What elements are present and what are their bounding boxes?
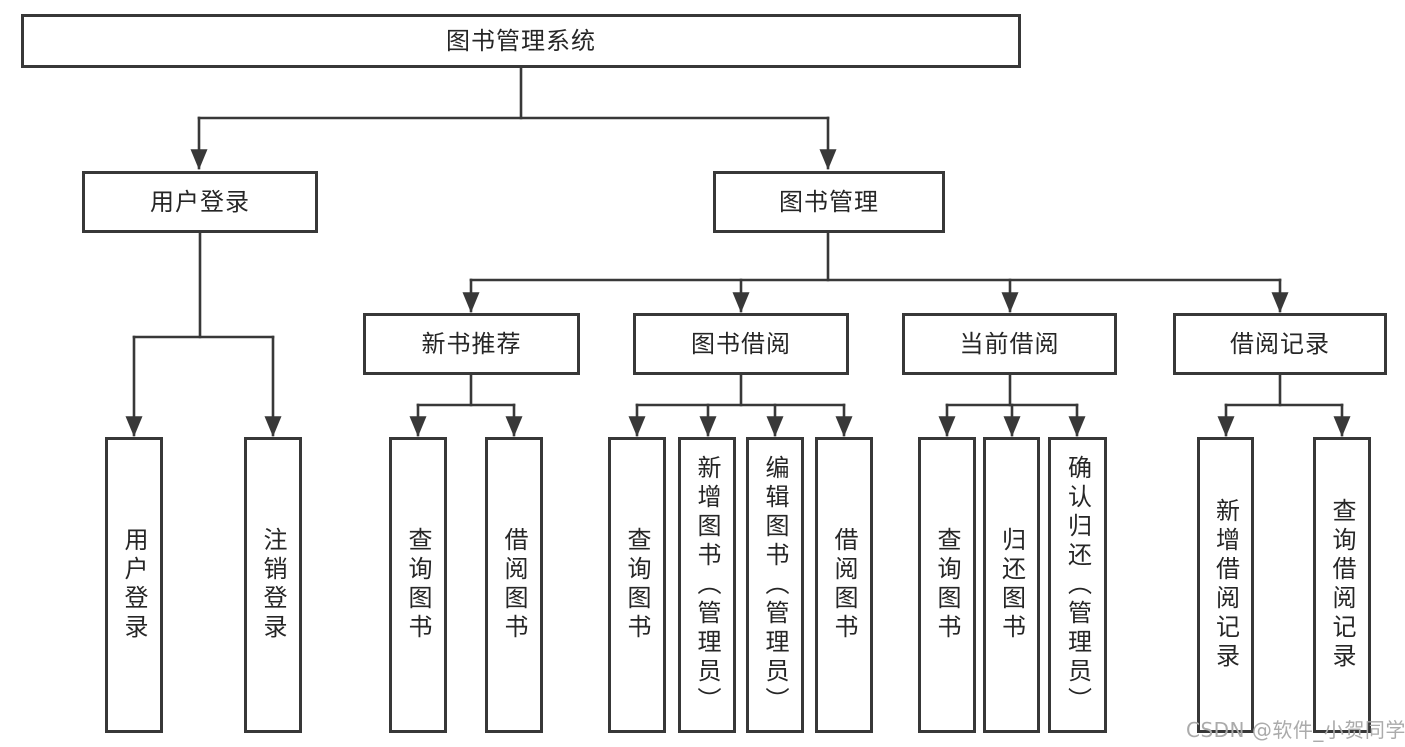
leaf-logout: 注销登录 [244, 437, 302, 733]
leaf-records-query-record-label: 查询借阅记录 [1328, 498, 1356, 672]
leaf-newbooks-query-books: 查询图书 [389, 437, 447, 733]
leaf-logout-label: 注销登录 [259, 527, 287, 643]
node-root-system: 图书管理系统 [21, 14, 1021, 68]
leaf-borrowing-edit-books-admin: 编辑图书（管理员） [746, 437, 804, 733]
node-current-borrowing-label: 当前借阅 [959, 330, 1060, 358]
leaf-current-query-books: 查询图书 [918, 437, 976, 733]
node-user-login-label: 用户登录 [150, 188, 250, 216]
node-borrow-records: 借阅记录 [1173, 313, 1387, 375]
csdn-watermark: CSDN @软件_小贺同学 [1186, 718, 1405, 742]
leaf-newbooks-query-books-label: 查询图书 [404, 527, 432, 643]
node-current-borrowing: 当前借阅 [902, 313, 1117, 375]
leaf-current-confirm-return-admin: 确认归还（管理员） [1048, 437, 1107, 733]
leaf-newbooks-borrow-books-label: 借阅图书 [500, 527, 528, 643]
leaf-records-query-record: 查询借阅记录 [1313, 437, 1371, 733]
leaf-current-query-books-label: 查询图书 [933, 527, 961, 643]
leaf-borrowing-borrow-books: 借阅图书 [815, 437, 873, 733]
node-new-book-recommend-label: 新书推荐 [421, 330, 522, 358]
leaf-newbooks-borrow-books: 借阅图书 [485, 437, 543, 733]
node-borrow-records-label: 借阅记录 [1230, 330, 1330, 358]
leaf-borrowing-add-books-admin: 新增图书（管理员） [678, 437, 736, 733]
leaf-borrowing-borrow-books-label: 借阅图书 [830, 527, 858, 643]
leaf-current-return-books: 归还图书 [983, 437, 1040, 733]
leaf-borrowing-add-books-admin-label: 新增图书（管理员） [693, 454, 721, 716]
node-root-label: 图书管理系统 [446, 27, 596, 55]
leaf-records-add-record: 新增借阅记录 [1197, 437, 1254, 733]
leaf-current-return-books-label: 归还图书 [997, 527, 1026, 643]
node-book-management: 图书管理 [713, 171, 945, 233]
leaf-borrowing-query-books-label: 查询图书 [623, 527, 651, 643]
leaf-borrowing-query-books: 查询图书 [608, 437, 666, 733]
node-new-book-recommend: 新书推荐 [363, 313, 580, 375]
node-book-management-label: 图书管理 [779, 188, 879, 216]
leaf-borrowing-edit-books-admin-label: 编辑图书（管理员） [761, 454, 789, 716]
leaf-records-add-record-label: 新增借阅记录 [1211, 498, 1240, 672]
leaf-current-confirm-return-admin-label: 确认归还（管理员） [1063, 454, 1092, 716]
leaf-user-login: 用户登录 [105, 437, 163, 733]
node-user-login: 用户登录 [82, 171, 318, 233]
node-book-borrowing: 图书借阅 [633, 313, 849, 375]
leaf-user-login-label: 用户登录 [120, 527, 148, 643]
node-book-borrowing-label: 图书借阅 [691, 330, 791, 358]
